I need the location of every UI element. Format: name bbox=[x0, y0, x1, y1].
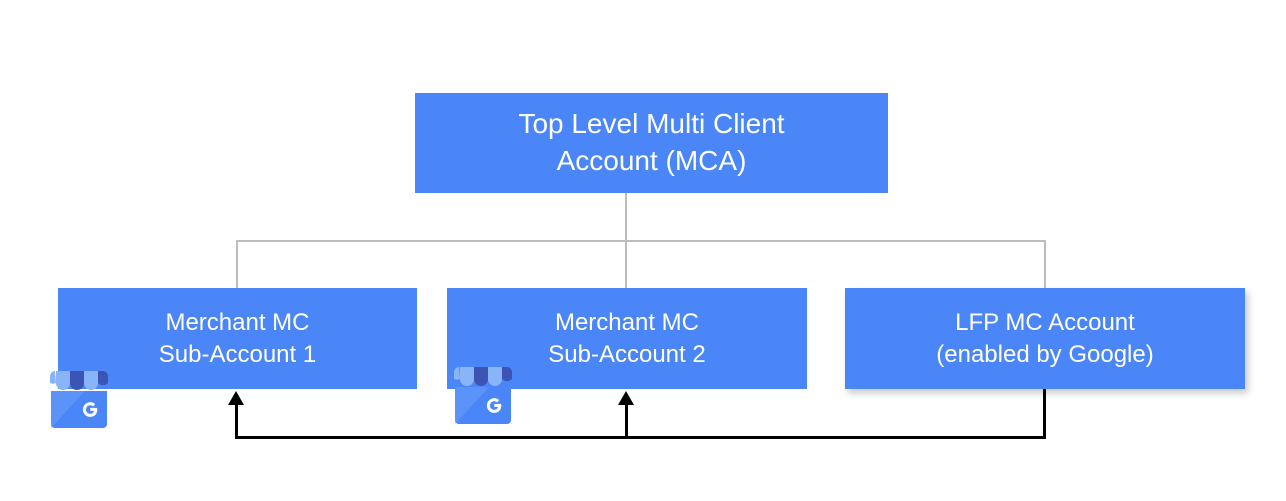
node-merchant-mc-sub-account-2-line1: Merchant MC bbox=[554, 308, 700, 336]
connector-root-stem bbox=[625, 193, 627, 241]
flow-riser-to-sub2 bbox=[625, 404, 628, 438]
google-my-business-storefront-icon bbox=[44, 367, 114, 430]
connector-drop-sub2 bbox=[625, 240, 627, 289]
node-lfp-mc-account-line2: (enabled by Google) bbox=[936, 340, 1154, 368]
flow-riser-from-lfp bbox=[1043, 389, 1046, 439]
flow-riser-to-sub1 bbox=[235, 404, 238, 438]
node-merchant-mc-sub-account-1[interactable]: Merchant MC Sub-Account 1 bbox=[58, 288, 417, 389]
arrow-up-icon-sub2 bbox=[618, 391, 634, 405]
node-merchant-mc-sub-account-1-line2: Sub-Account 1 bbox=[158, 340, 317, 368]
connector-horizontal-bar bbox=[236, 240, 1046, 242]
node-lfp-mc-account[interactable]: LFP MC Account (enabled by Google) bbox=[845, 288, 1245, 389]
node-merchant-mc-sub-account-1-line1: Merchant MC bbox=[165, 308, 310, 336]
connector-drop-sub1 bbox=[236, 240, 238, 289]
node-top-level-mca[interactable]: Top Level Multi Client Account (MCA) bbox=[415, 93, 888, 193]
node-merchant-mc-sub-account-2-line2: Sub-Account 2 bbox=[548, 340, 706, 368]
arrow-up-icon-sub1 bbox=[228, 391, 244, 405]
node-lfp-mc-account-line1: LFP MC Account bbox=[955, 308, 1135, 336]
google-my-business-storefront-icon bbox=[448, 363, 518, 426]
connector-drop-lfp bbox=[1044, 240, 1046, 289]
node-top-level-mca-line2: Account (MCA) bbox=[556, 145, 747, 176]
node-top-level-mca-line1: Top Level Multi Client bbox=[518, 108, 785, 140]
flow-horizontal-bar bbox=[235, 436, 1046, 439]
